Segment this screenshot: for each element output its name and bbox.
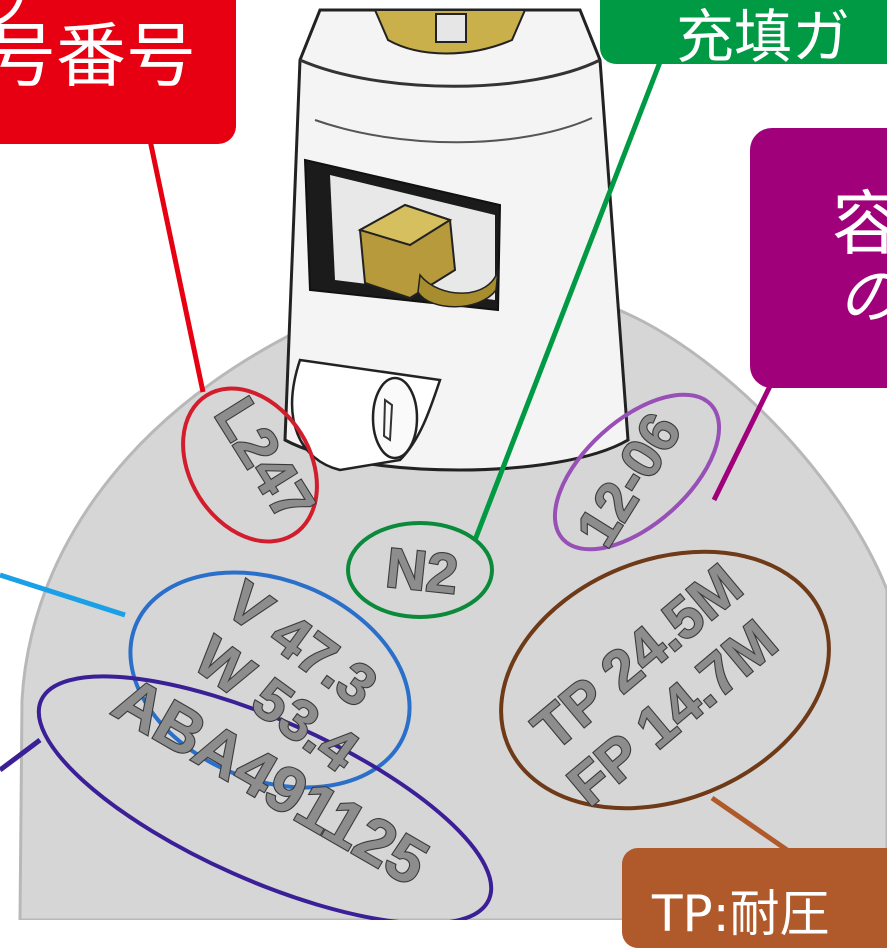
callout-tp-line1: TP:耐圧 (652, 885, 830, 943)
callout-capacity-line2: の (838, 246, 887, 336)
callout-test-pressure: TP:耐圧 (622, 848, 887, 948)
circle-gas (346, 521, 494, 619)
leader-navy (0, 738, 42, 772)
leader-purple (711, 380, 775, 502)
callout-gas-type: 充填ガ (600, 0, 887, 64)
circle-pressure (499, 549, 831, 811)
leader-brown (710, 795, 792, 855)
leader-lightblue (0, 572, 126, 618)
valve (283, 8, 630, 472)
stamp-gas: N2 (383, 536, 461, 606)
callout-serial-line1: ラ (0, 0, 33, 39)
callout-capacity: 容 の (750, 128, 887, 388)
leader-red (147, 139, 206, 393)
circle-serial-long (36, 674, 494, 920)
callout-serial-line2: 号番号 (0, 15, 196, 97)
callout-gas-line1: 充填ガ (676, 3, 851, 64)
leader-green (472, 61, 663, 541)
callout-serial-number: ラ 号番号 (0, 0, 236, 144)
cylinder-diagram: L247 N2 12-06 V 47.3 W 53.4 TP 24.5M FP … (0, 8, 887, 920)
callout-capacity-line1: 容 (832, 183, 887, 265)
circle-serial-short (181, 386, 319, 544)
circle-date (552, 392, 722, 552)
circle-volume-weight (128, 570, 412, 790)
